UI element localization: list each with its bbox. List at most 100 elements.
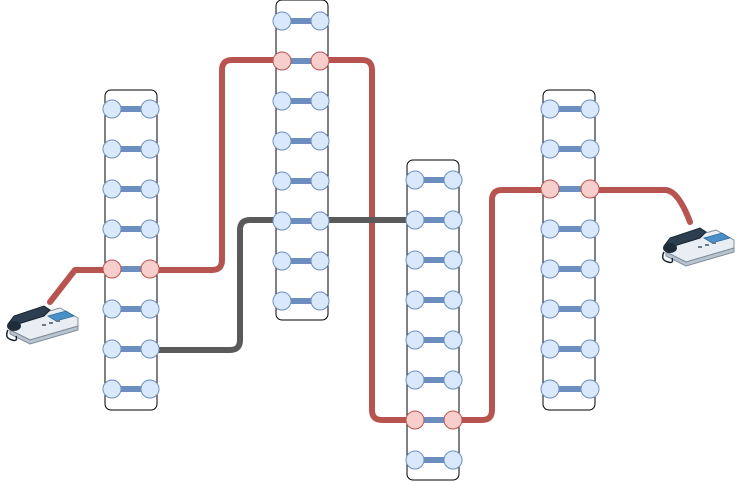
port-node-left bbox=[102, 139, 122, 159]
port-node-left bbox=[540, 179, 560, 199]
port-node-left bbox=[540, 259, 560, 279]
port-node-left bbox=[272, 171, 292, 191]
port-node-right bbox=[140, 139, 160, 159]
phones-layer bbox=[5, 227, 735, 345]
switch-3-port-1 bbox=[405, 170, 463, 190]
switch-1-port-1 bbox=[102, 99, 160, 119]
phone-key bbox=[42, 324, 46, 326]
switch-1-frame bbox=[104, 89, 158, 411]
port-node-left bbox=[272, 11, 292, 31]
port-node-left bbox=[102, 379, 122, 399]
port-node-right bbox=[310, 131, 330, 151]
switch-3-port-7 bbox=[405, 410, 463, 430]
switch-1-port-8 bbox=[102, 379, 160, 399]
port-node-right bbox=[580, 339, 600, 359]
port-node-right bbox=[443, 290, 463, 310]
switch-3-port-4 bbox=[405, 290, 463, 310]
port-node-right bbox=[310, 11, 330, 31]
port-node-right bbox=[140, 299, 160, 319]
port-node-left bbox=[540, 379, 560, 399]
switch-1-port-2 bbox=[102, 139, 160, 159]
phone-key bbox=[56, 320, 60, 322]
switch-3-port-2 bbox=[405, 210, 463, 230]
port-node-right bbox=[580, 99, 600, 119]
port-node-left bbox=[272, 291, 292, 311]
port-node-right bbox=[140, 379, 160, 399]
switch-3-frame bbox=[406, 159, 460, 481]
port-node-left bbox=[272, 51, 292, 71]
racks-layer bbox=[102, 0, 600, 481]
port-node-left bbox=[102, 219, 122, 239]
port-node-right bbox=[310, 211, 330, 231]
port-node-right bbox=[310, 251, 330, 271]
switch-2-frame bbox=[275, 0, 329, 321]
phone-earpiece bbox=[663, 243, 677, 253]
phone-cord bbox=[661, 251, 674, 264]
port-node-right bbox=[443, 370, 463, 390]
port-node-right bbox=[140, 99, 160, 119]
switch-3-port-5 bbox=[405, 330, 463, 350]
port-node-left bbox=[102, 179, 122, 199]
switch-2-port-1 bbox=[272, 11, 330, 31]
port-node-left bbox=[272, 251, 292, 271]
port-node-right bbox=[140, 339, 160, 359]
phone-base-edge bbox=[665, 247, 735, 267]
routes-layer bbox=[47, 57, 693, 423]
switch-4-port-8 bbox=[540, 379, 600, 399]
switch-1-port-7 bbox=[102, 339, 160, 359]
port-node-right bbox=[140, 259, 160, 279]
port-node-left bbox=[272, 91, 292, 111]
switch-4-port-2 bbox=[540, 139, 600, 159]
port-node-left bbox=[102, 339, 122, 359]
switch-4-port-1 bbox=[540, 99, 600, 119]
port-node-right bbox=[580, 299, 600, 319]
switch-4 bbox=[540, 89, 600, 411]
port-node-right bbox=[443, 210, 463, 230]
switch-1-port-4 bbox=[102, 219, 160, 239]
port-node-left bbox=[540, 139, 560, 159]
port-node-right bbox=[580, 139, 600, 159]
port-node-left bbox=[405, 410, 425, 430]
port-node-right bbox=[443, 250, 463, 270]
port-node-right bbox=[140, 179, 160, 199]
switch-4-port-5 bbox=[540, 259, 600, 279]
port-node-left bbox=[272, 131, 292, 151]
phone-base-edge bbox=[9, 325, 79, 345]
port-node-right bbox=[310, 291, 330, 311]
port-node-left bbox=[405, 170, 425, 190]
port-node-left bbox=[405, 290, 425, 310]
switch-3-port-6 bbox=[405, 370, 463, 390]
port-node-left bbox=[540, 339, 560, 359]
port-node-left bbox=[405, 450, 425, 470]
port-node-right bbox=[580, 379, 600, 399]
port-node-left bbox=[405, 210, 425, 230]
port-node-left bbox=[102, 299, 122, 319]
desk-phone-icon bbox=[5, 305, 79, 345]
phone-key bbox=[712, 242, 716, 244]
port-node-left bbox=[102, 99, 122, 119]
port-node-right bbox=[310, 171, 330, 191]
switch-3 bbox=[405, 159, 463, 481]
port-node-right bbox=[310, 51, 330, 71]
switch-4-port-4 bbox=[540, 219, 600, 239]
port-node-right bbox=[443, 330, 463, 350]
switch-2 bbox=[272, 0, 330, 321]
switch-4-port-3 bbox=[540, 179, 600, 199]
desk-phone-icon bbox=[661, 227, 735, 267]
idle-route bbox=[147, 217, 418, 353]
port-node-right bbox=[310, 91, 330, 111]
port-node-right bbox=[443, 170, 463, 190]
switch-2-port-5 bbox=[272, 171, 330, 191]
switch-4-port-7 bbox=[540, 339, 600, 359]
port-node-left bbox=[405, 250, 425, 270]
port-node-left bbox=[405, 370, 425, 390]
switch-3-port-3 bbox=[405, 250, 463, 270]
call-route bbox=[47, 57, 693, 423]
port-node-right bbox=[580, 219, 600, 239]
switch-1 bbox=[102, 89, 160, 411]
port-node-right bbox=[443, 410, 463, 430]
switch-2-port-2 bbox=[272, 51, 330, 71]
port-node-left bbox=[540, 299, 560, 319]
switch-1-port-6 bbox=[102, 299, 160, 319]
port-node-left bbox=[405, 330, 425, 350]
